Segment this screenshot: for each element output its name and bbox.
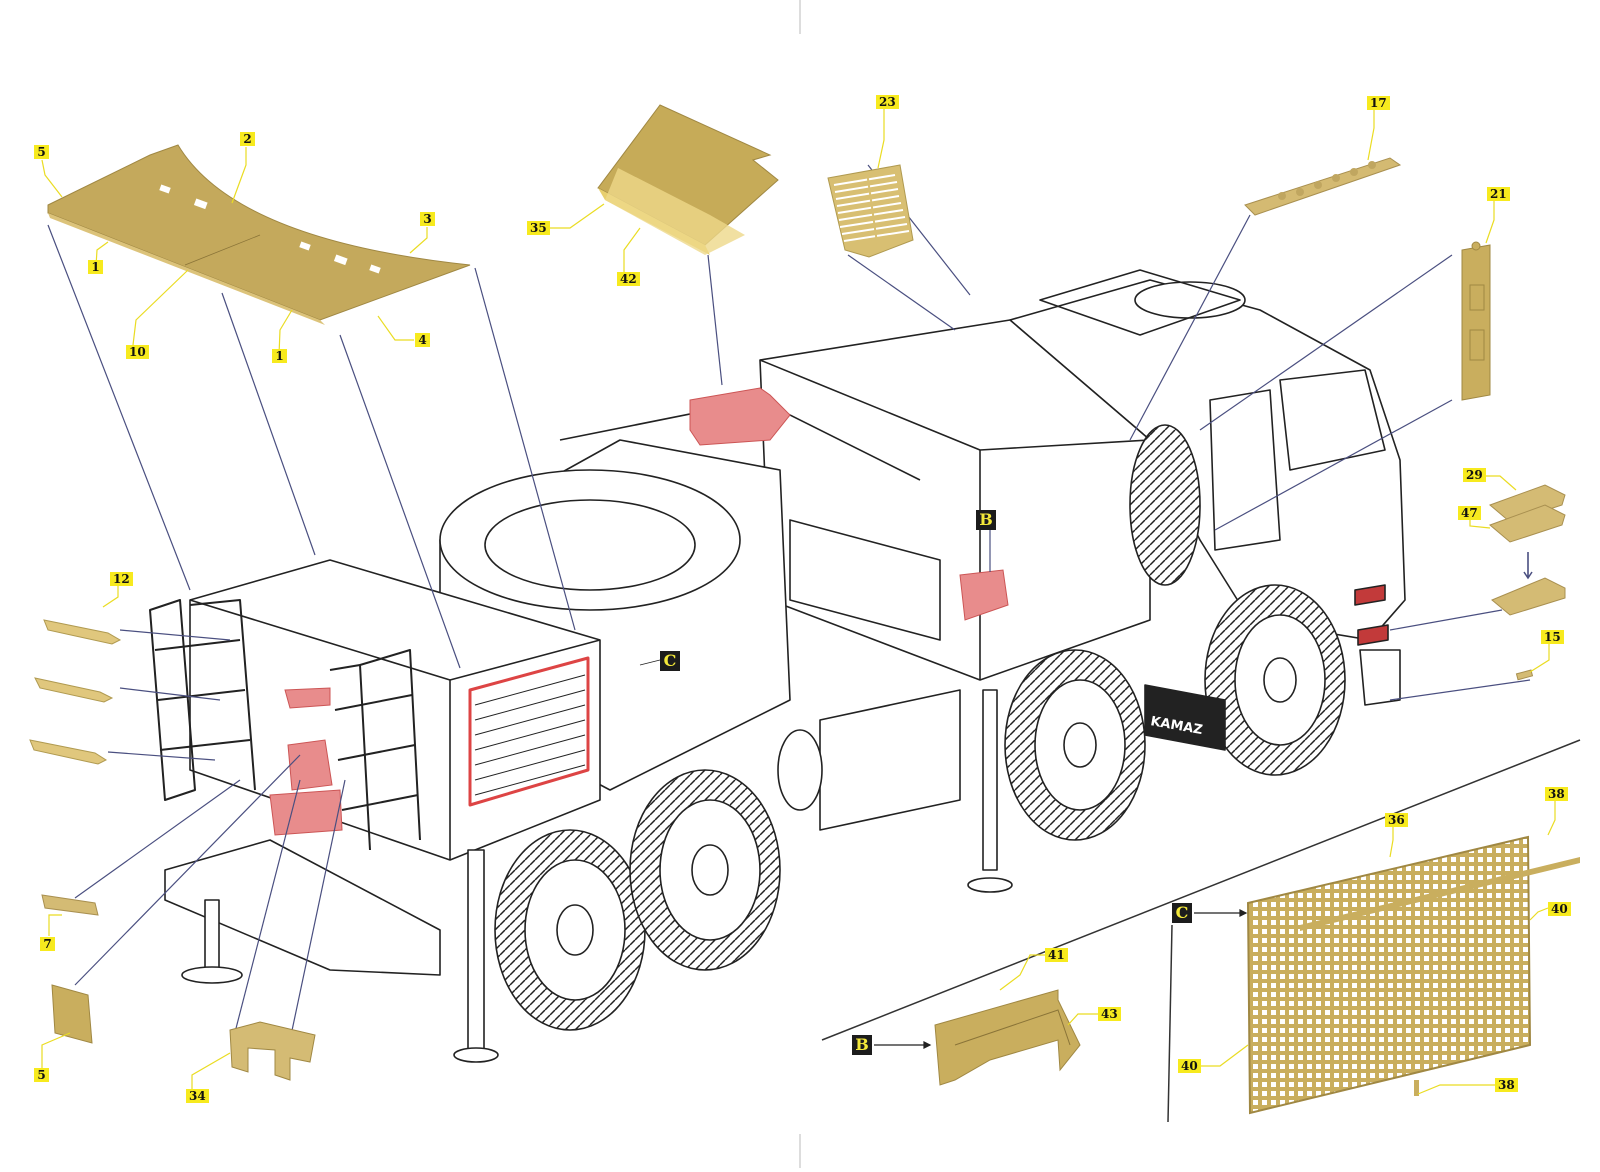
callout-2: 2 bbox=[240, 132, 255, 146]
ref-marker-b: B bbox=[976, 510, 996, 530]
callout-40: 40 bbox=[1548, 902, 1571, 916]
highlight-5 bbox=[287, 739, 333, 791]
callout-10: 10 bbox=[126, 345, 149, 359]
part-34-cover bbox=[229, 1021, 316, 1081]
callout-40: 40 bbox=[1178, 1059, 1201, 1073]
callout-1: 1 bbox=[88, 260, 103, 274]
truck-illustration: KAMAZ bbox=[149, 269, 1406, 1063]
inset-divider-vertical bbox=[1167, 924, 1173, 1123]
callout-4: 4 bbox=[415, 333, 430, 347]
wheels bbox=[494, 584, 1346, 1031]
callout-1: 1 bbox=[272, 349, 287, 363]
callout-47: 47 bbox=[1458, 506, 1481, 520]
callout-21: 21 bbox=[1487, 187, 1510, 201]
part-floor-panel bbox=[47, 144, 471, 325]
highlight-35-42 bbox=[689, 387, 791, 446]
inset-C-mesh-grille bbox=[1246, 835, 1580, 1115]
part-29-47-steps bbox=[1489, 484, 1566, 616]
callout-23: 23 bbox=[876, 95, 899, 109]
blue-leader-lines bbox=[47, 164, 1531, 1041]
callout-36: 36 bbox=[1385, 813, 1408, 827]
inset-B-part-41-43 bbox=[934, 989, 1081, 1086]
ref-marker-c: C bbox=[660, 651, 680, 671]
part-15 bbox=[1515, 669, 1534, 681]
callout-12: 12 bbox=[110, 572, 133, 586]
callout-43: 43 bbox=[1098, 1007, 1121, 1021]
part-35-42 bbox=[597, 104, 779, 255]
yellow-leader-lines bbox=[41, 108, 1556, 1095]
callout-5: 5 bbox=[34, 145, 49, 159]
callout-35: 35 bbox=[527, 221, 550, 235]
inset-divider bbox=[821, 739, 1581, 1041]
part-23-grille bbox=[827, 164, 914, 258]
highlight-34 bbox=[269, 789, 343, 836]
inset-marker-c: C bbox=[1172, 903, 1192, 923]
reference-arrows bbox=[639, 659, 1248, 1049]
callout-17: 17 bbox=[1367, 96, 1390, 110]
callout-3: 3 bbox=[420, 212, 435, 226]
callout-5: 5 bbox=[34, 1068, 49, 1082]
highlight-7 bbox=[284, 687, 331, 709]
highlight-B bbox=[959, 569, 1009, 621]
callout-15: 15 bbox=[1541, 630, 1564, 644]
callout-41: 41 bbox=[1045, 948, 1068, 962]
arrow-down bbox=[1523, 552, 1533, 580]
callout-42: 42 bbox=[617, 272, 640, 286]
part-17-strip bbox=[1244, 157, 1402, 216]
callout-34: 34 bbox=[186, 1089, 209, 1103]
callout-38: 38 bbox=[1545, 787, 1568, 801]
callout-29: 29 bbox=[1463, 468, 1486, 482]
part-5 bbox=[51, 984, 93, 1044]
part-12-steps bbox=[29, 619, 122, 765]
inset-marker-b: B bbox=[852, 1035, 872, 1055]
highlight-install-locations bbox=[269, 387, 1009, 836]
part-21-bracket bbox=[1461, 241, 1491, 401]
part-7 bbox=[41, 894, 99, 916]
callout-7: 7 bbox=[40, 937, 55, 951]
callout-38: 38 bbox=[1495, 1078, 1518, 1092]
